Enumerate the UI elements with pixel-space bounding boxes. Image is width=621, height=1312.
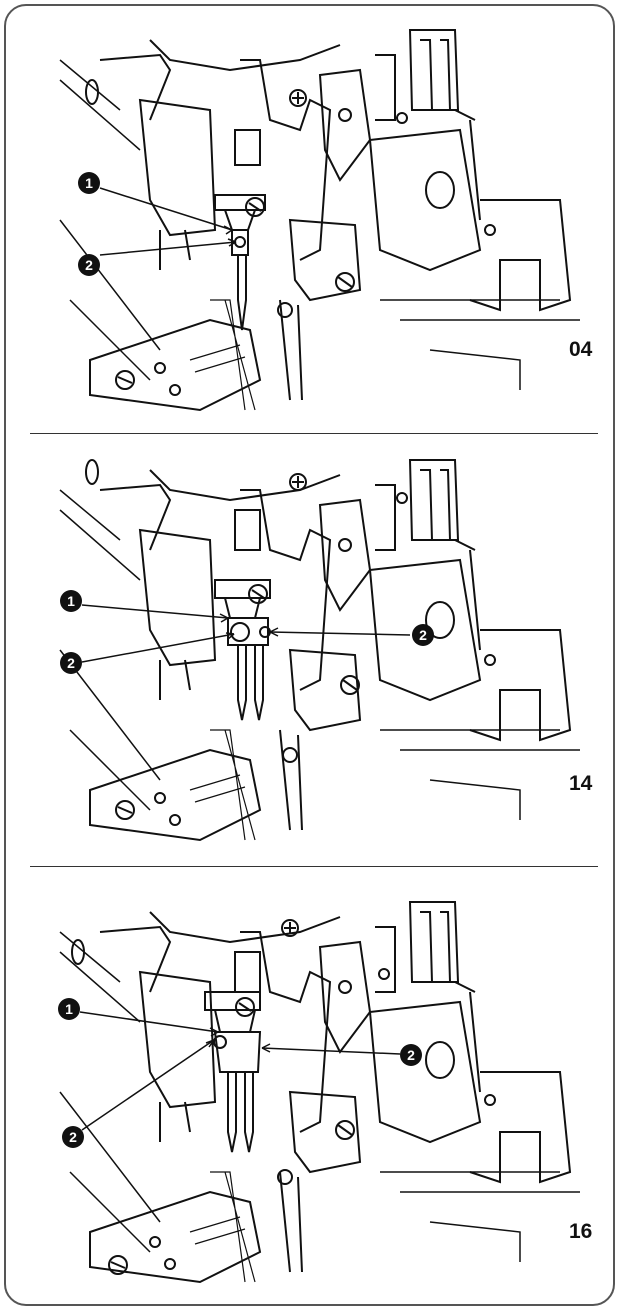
callout-2: 2 <box>78 254 100 276</box>
callout-1: 1 <box>58 998 80 1020</box>
callout-2: 2 <box>62 1126 84 1148</box>
model-label: 14 <box>569 772 593 795</box>
callout-1: 1 <box>78 172 100 194</box>
callout-1: 1 <box>60 590 82 612</box>
panel-model-14: 1 2 2 14 <box>0 430 621 850</box>
divider <box>30 866 598 867</box>
panel-model-04: 1 2 04 <box>0 0 621 420</box>
callout-2: 2 <box>412 624 434 646</box>
needle-clamp-illustration-04 <box>59 29 580 412</box>
needle-clamp-illustration-16 <box>59 901 580 1284</box>
model-label: 04 <box>569 338 593 361</box>
callout-2: 2 <box>400 1044 422 1066</box>
needle-clamp-illustration-14 <box>59 459 580 842</box>
panel-model-16: 1 2 2 16 <box>0 872 621 1292</box>
divider <box>30 433 598 434</box>
model-label: 16 <box>569 1220 593 1243</box>
callout-2: 2 <box>60 652 82 674</box>
